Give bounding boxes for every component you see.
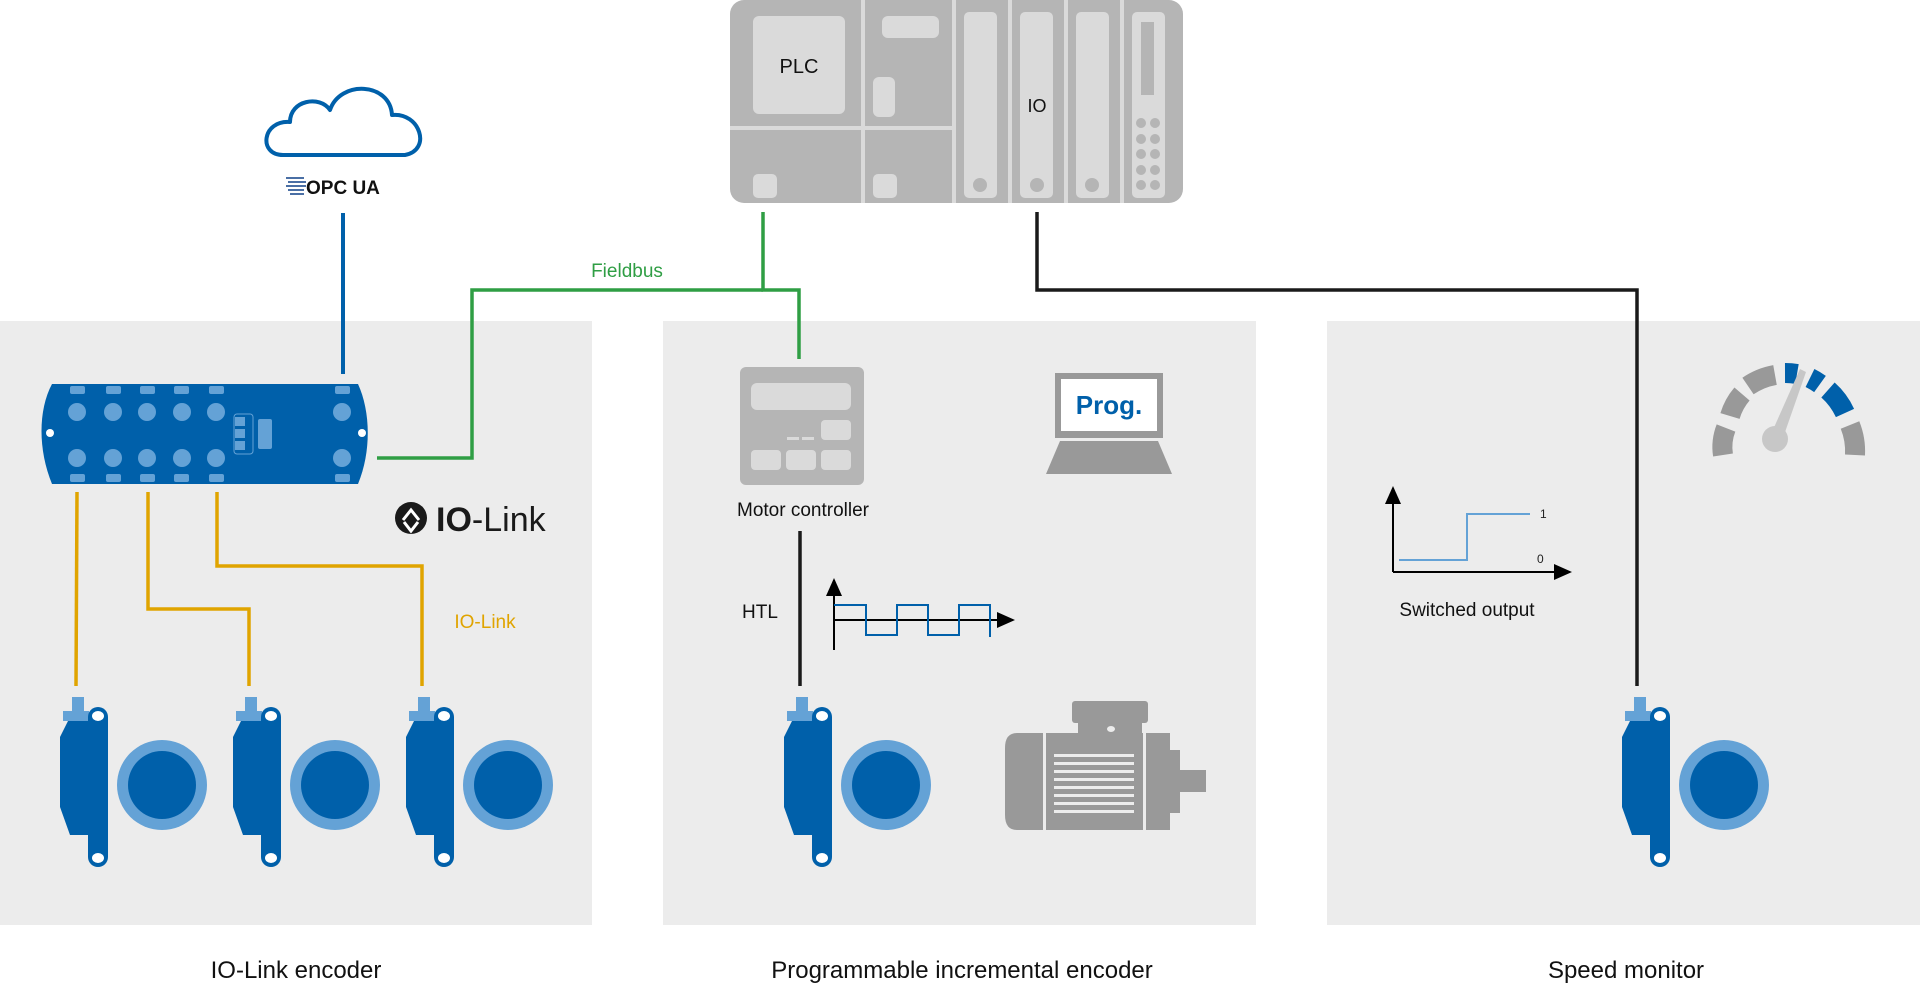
motor-fins: [1054, 726, 1134, 813]
laptop-icon: Prog.: [1046, 373, 1172, 474]
svg-text:IO-Link: IO-Link: [436, 501, 547, 539]
speedometer-icon: [1712, 363, 1866, 457]
plc-rack: PLC IO: [730, 0, 1183, 203]
square-wave-icon: [826, 578, 1015, 650]
step-signal-icon: [1385, 486, 1572, 580]
opc-ua-text: OPC UA: [306, 178, 380, 199]
iolink-logo-rest: -Link: [472, 501, 547, 539]
panel-speed-monitor: [1327, 321, 1920, 925]
iolink-logo-bold: IO: [436, 501, 472, 539]
fieldbus-label: Fieldbus: [591, 261, 663, 282]
switched-output-label: Switched output: [1399, 600, 1535, 621]
fieldbus-line: [377, 212, 801, 460]
motor-controller-icon: [740, 367, 864, 485]
motor-controller-label: Motor controller: [737, 500, 870, 521]
panel-title-speed-monitor: Speed monitor: [1548, 957, 1704, 984]
panel-title-programmable-encoder: Programmable incremental encoder: [771, 957, 1153, 984]
level-high-label: 1: [1540, 507, 1547, 521]
iolink-cables: [74, 491, 424, 687]
io-connection-line: [1035, 212, 1639, 686]
electric-motor-icon: [1005, 701, 1206, 830]
plc-label: PLC: [780, 56, 819, 78]
level-low-label: 0: [1537, 552, 1544, 566]
panel-title-iolink-encoder: IO-Link encoder: [211, 957, 382, 984]
iolink-logo: IO-Link: [395, 501, 547, 539]
io-label: IO: [1027, 96, 1046, 116]
htl-label: HTL: [742, 602, 778, 623]
laptop-screen-text: Prog.: [1076, 390, 1142, 420]
cloud-icon: [264, 86, 423, 157]
opc-ua-logo: OPC UA: [286, 177, 380, 199]
iolink-master-hub: [41, 384, 368, 484]
iolink-cable-label: IO-Link: [454, 612, 516, 633]
